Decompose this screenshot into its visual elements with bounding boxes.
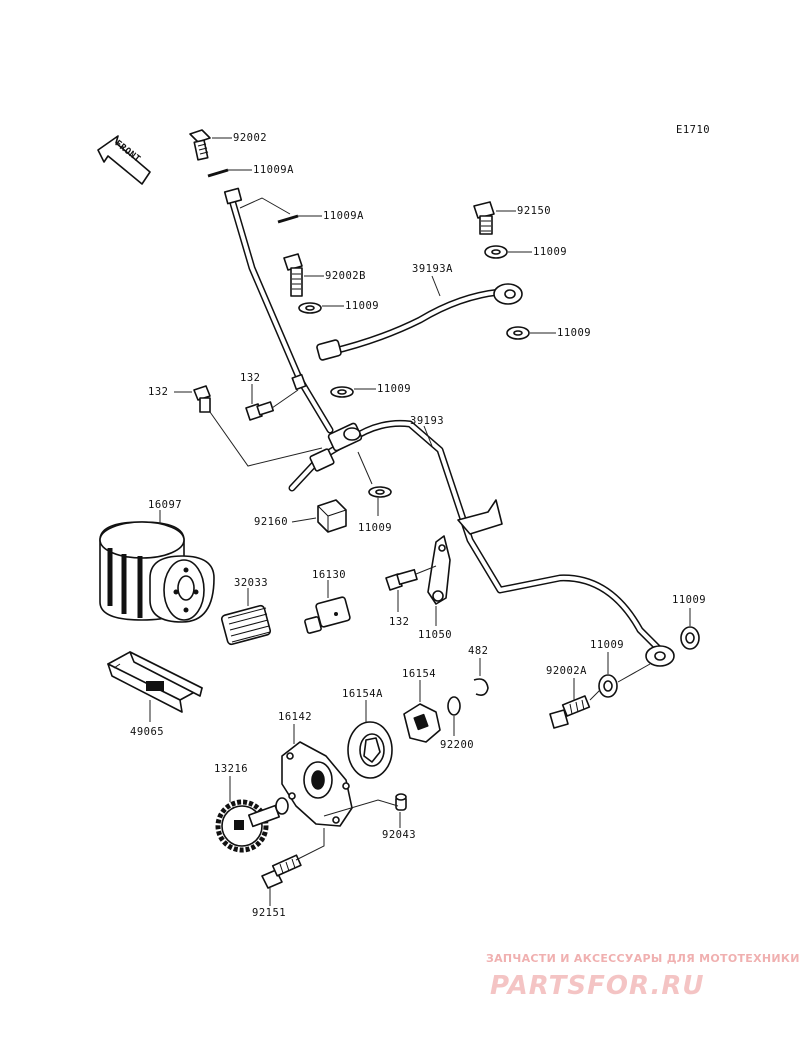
label-92200: 92200 (440, 739, 474, 751)
label-11009a-1: 11009A (253, 164, 294, 176)
damper-92160-icon (317, 499, 347, 533)
label-92002: 92002 (233, 132, 267, 144)
label-11009-3: 11009 (557, 327, 591, 339)
bolt-132-2-icon (245, 401, 275, 421)
oil-screen-49065-icon (107, 651, 203, 713)
label-49065: 49065 (130, 726, 164, 738)
label-92002b: 92002B (325, 270, 366, 282)
watermark-tagline: ЗАПЧАСТИ И АКСЕССУАРЫ ДЛЯ МОТОТЕХНИКИ (486, 952, 800, 965)
bolt-92150-icon (473, 201, 495, 235)
label-92150: 92150 (517, 205, 551, 217)
bolt-92002a-icon (549, 695, 591, 729)
pin-92043-icon (395, 793, 407, 811)
clip-482-icon (473, 678, 489, 696)
diagram-code: E1710 (676, 124, 710, 136)
washer-11009a-1-icon (207, 168, 229, 178)
label-39193a: 39193A (412, 263, 453, 275)
bolt-92002b-icon (283, 253, 303, 297)
label-16130: 16130 (312, 569, 346, 581)
bolt-132-1-icon (193, 385, 211, 413)
relief-valve-16130-icon (304, 596, 351, 634)
spring-32033-icon (220, 604, 272, 646)
label-11050: 11050 (418, 629, 452, 641)
label-11009-2: 11009 (345, 300, 379, 312)
label-92043: 92043 (382, 829, 416, 841)
oil-pipe-39193a (316, 283, 523, 361)
label-11009-6: 11009 (672, 594, 706, 606)
label-39193: 39193 (410, 415, 444, 427)
pump-gear-13216-icon (215, 797, 289, 853)
label-482: 482 (468, 645, 488, 657)
label-132-2: 132 (240, 372, 260, 384)
label-16154a: 16154A (342, 688, 383, 700)
label-132-3: 132 (389, 616, 409, 628)
label-11009-7: 11009 (590, 639, 624, 651)
oil-pump-body-16142-icon (281, 741, 353, 827)
washer-11009a-2-icon (277, 214, 299, 224)
label-13216: 13216 (214, 763, 248, 775)
watermark-brand: PARTSFOR.RU (490, 971, 704, 1001)
outer-rotor-16154a-icon (347, 721, 393, 779)
label-32033: 32033 (234, 577, 268, 589)
bolt-92151-icon (261, 854, 302, 889)
bolt-132-3-icon (385, 568, 418, 591)
label-11009-1: 11009 (533, 246, 567, 258)
label-16154: 16154 (402, 668, 436, 680)
label-16142: 16142 (278, 711, 312, 723)
label-92160: 92160 (254, 516, 288, 528)
label-132-1: 132 (148, 386, 168, 398)
watermark-logo: ЗАПЧАСТИ И АКСЕССУАРЫ ДЛЯ МОТОТЕХНИКИ PA… (486, 952, 800, 1001)
bracket-11050-icon (427, 535, 451, 605)
label-11009-5: 11009 (358, 522, 392, 534)
inner-rotor-16154-icon (403, 703, 441, 743)
oil-pipe-left (223, 187, 334, 434)
oring-92200-icon (447, 696, 461, 716)
label-92151: 92151 (252, 907, 286, 919)
oil-pipe-39193 (288, 419, 675, 667)
label-16097: 16097 (148, 499, 182, 511)
label-11009-4: 11009 (377, 383, 411, 395)
front-arrow-icon: FRONT (97, 135, 151, 185)
oil-filter-icon (99, 521, 215, 623)
label-11009a-2: 11009A (323, 210, 364, 222)
bolt-92002-icon (189, 129, 211, 161)
label-92002a: 92002A (546, 665, 587, 677)
